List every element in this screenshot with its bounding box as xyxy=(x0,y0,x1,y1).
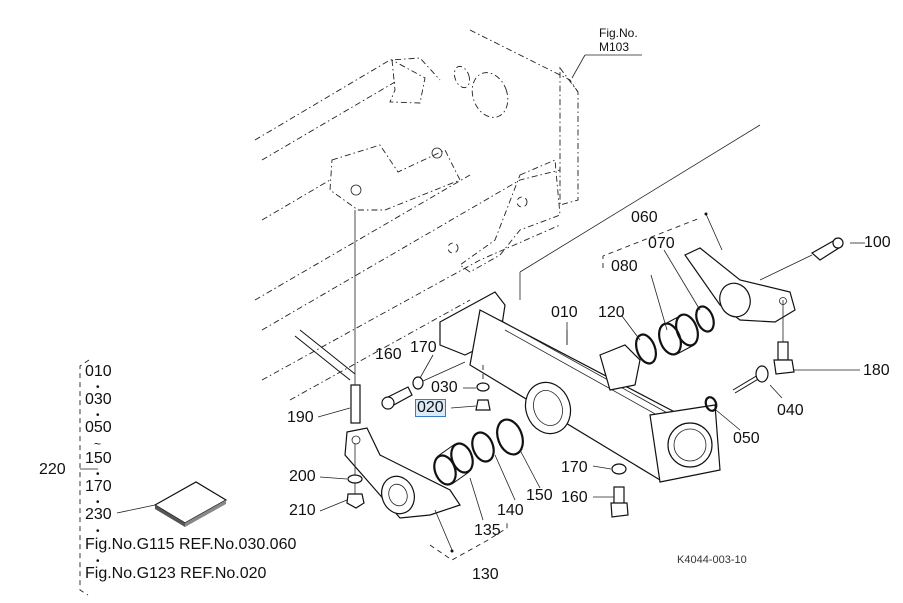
kit-item[interactable]: 170 xyxy=(85,478,112,495)
pin-040 xyxy=(732,365,769,394)
o-ring-050 xyxy=(704,396,718,412)
kit-number-220[interactable]: 220 xyxy=(39,461,66,478)
callout-170-left[interactable]: 170 xyxy=(410,339,437,356)
figure-ref: Fig.No. M103 xyxy=(599,26,638,54)
kit-item[interactable]: 050 xyxy=(85,419,112,436)
callout-140[interactable]: 140 xyxy=(497,502,524,519)
figure-ref-line2: M103 xyxy=(599,40,630,54)
kit-item[interactable]: 010 xyxy=(85,363,112,380)
nut-210 xyxy=(346,493,365,509)
bolt-180 xyxy=(773,300,795,375)
callout-070[interactable]: 070 xyxy=(648,235,675,252)
callout-010[interactable]: 010 xyxy=(551,304,578,321)
o-ring-150 xyxy=(496,418,524,456)
callout-150[interactable]: 150 xyxy=(526,487,553,504)
kit-item[interactable]: 150 xyxy=(85,450,112,467)
kit-reference[interactable]: Fig.No.G123 REF.No.020 xyxy=(85,565,267,582)
separator-dot: • xyxy=(96,556,100,567)
callout-080[interactable]: 080 xyxy=(611,258,638,275)
kit-item[interactable]: 030 xyxy=(85,391,112,408)
callout-100[interactable]: 100 xyxy=(864,234,891,251)
bushing-135 xyxy=(433,442,474,486)
callout-120[interactable]: 120 xyxy=(598,304,625,321)
washer-030 xyxy=(476,382,490,392)
callout-170-bottom[interactable]: 170 xyxy=(561,459,588,476)
washer-200 xyxy=(347,474,363,484)
manual-book-230 xyxy=(153,481,228,527)
callout-040[interactable]: 040 xyxy=(777,402,804,419)
leader-lines xyxy=(79,54,865,596)
kit-item[interactable]: 230 xyxy=(85,506,112,523)
callout-160-bottom[interactable]: 160 xyxy=(561,489,588,506)
housing-010 xyxy=(439,291,721,483)
arm-130 xyxy=(344,427,461,553)
kit-reference[interactable]: Fig.No.G115 REF.No.030.060 xyxy=(85,536,297,553)
callout-020-highlighted[interactable]: 020 xyxy=(415,399,446,417)
callout-200[interactable]: 200 xyxy=(289,468,316,485)
separator-dot: • xyxy=(96,410,100,421)
figure-ref-line1: Fig.No. xyxy=(599,26,638,40)
chassis-frame xyxy=(254,29,761,401)
separator-dot: • xyxy=(96,526,100,537)
callout-130[interactable]: 130 xyxy=(472,566,499,583)
separator-dot: • xyxy=(96,469,100,480)
separator-dot: • xyxy=(96,497,100,508)
bolt-160-bottom xyxy=(610,486,629,518)
separator-dot: • xyxy=(96,382,100,393)
bushing-080 xyxy=(658,313,699,356)
callout-030[interactable]: 030 xyxy=(431,379,458,396)
arm-060 xyxy=(602,212,796,323)
fitting-100 xyxy=(759,237,844,281)
o-ring-140 xyxy=(471,431,495,463)
callout-050[interactable]: 050 xyxy=(733,430,760,447)
callout-060[interactable]: 060 xyxy=(631,209,658,226)
range-marker: ~ xyxy=(94,437,102,451)
callout-190[interactable]: 190 xyxy=(287,409,314,426)
plug-020 xyxy=(475,399,491,411)
callout-160-left[interactable]: 160 xyxy=(375,346,402,363)
washer-170 xyxy=(611,463,627,475)
callout-135[interactable]: 135 xyxy=(474,522,501,539)
o-ring-120 xyxy=(635,333,657,365)
o-ring-070 xyxy=(695,305,715,333)
drawing-code: K4044-003-10 xyxy=(677,554,747,566)
bolt-160-left xyxy=(381,361,466,410)
callout-210[interactable]: 210 xyxy=(289,502,316,519)
callout-180[interactable]: 180 xyxy=(863,362,890,379)
